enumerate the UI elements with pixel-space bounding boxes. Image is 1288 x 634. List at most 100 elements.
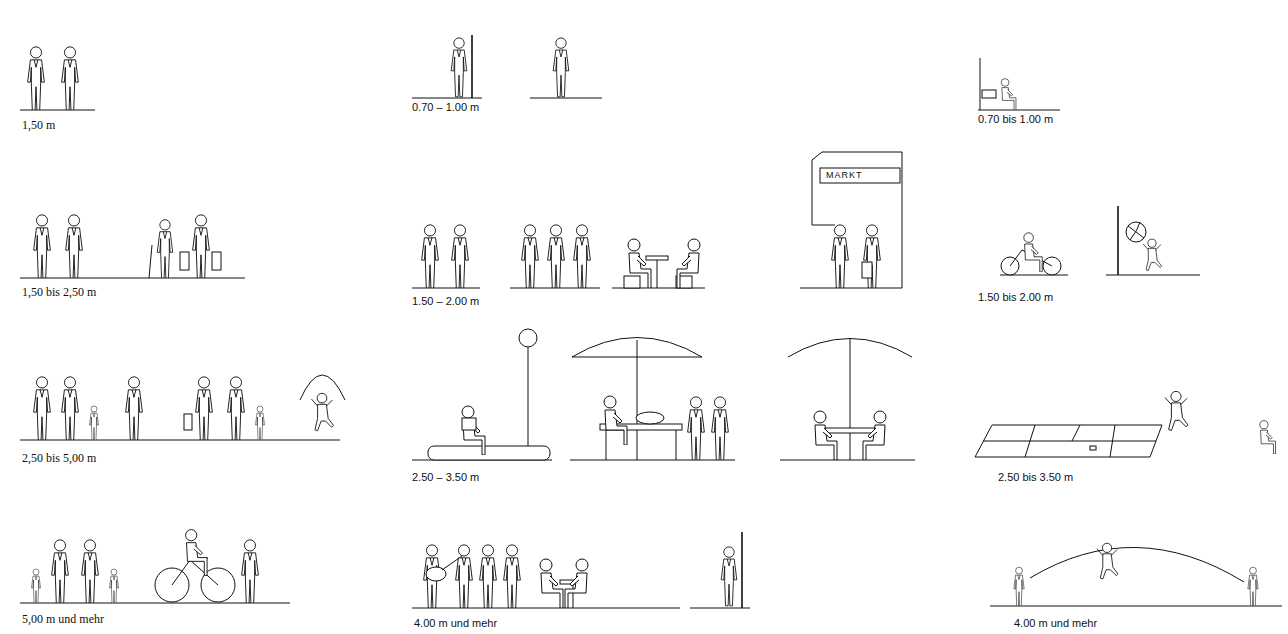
umbrella-pole	[637, 340, 638, 460]
ground-line	[800, 288, 902, 289]
market-stall-post	[812, 160, 813, 225]
standing-person	[688, 397, 705, 460]
hopscotch-lines	[983, 425, 1156, 457]
playing-child	[1001, 79, 1016, 110]
child	[110, 569, 119, 603]
pedestrian	[62, 47, 79, 110]
ground-line	[570, 460, 735, 461]
standing-person	[574, 225, 591, 288]
chess-player	[565, 559, 588, 608]
newspaper	[462, 418, 476, 430]
shopper	[193, 215, 210, 278]
pedestrian	[28, 47, 45, 110]
width-label: 1.50 bis 2.00 m	[978, 292, 1053, 303]
child	[90, 406, 99, 440]
hopping-child	[1165, 391, 1188, 430]
jumping-child	[1097, 543, 1118, 579]
ball-stripes	[1128, 222, 1144, 240]
width-label: 2.50 – 3.50 m	[412, 472, 479, 483]
wall	[1117, 206, 1119, 275]
width-label: 0.70 – 1.00 m	[412, 102, 479, 113]
ground-line	[690, 608, 750, 609]
ground-line	[978, 110, 1060, 111]
standing-person	[522, 225, 539, 288]
pedestrian	[62, 377, 79, 440]
table-leg	[606, 430, 607, 460]
standing-person	[422, 225, 439, 288]
width-label: 1,50 m	[22, 119, 55, 131]
hopscotch-stone	[1090, 446, 1096, 450]
shopper	[832, 225, 849, 288]
table-leg	[573, 584, 574, 608]
ground-line	[412, 608, 680, 609]
ground-line	[1106, 275, 1200, 276]
shopping-bag	[862, 262, 872, 278]
child-with-ball	[1143, 239, 1162, 270]
skipping-rope	[1030, 547, 1244, 582]
width-label: 2,50 bis 5,00 m	[22, 452, 96, 464]
rope-turning-child	[1014, 567, 1024, 606]
pedestrian	[34, 215, 51, 278]
bicycle-frame	[172, 558, 218, 585]
width-label: 2.50 bis 3.50 m	[998, 472, 1073, 483]
standing-person	[452, 225, 469, 288]
width-label: 4.00 m und mehr	[414, 618, 497, 629]
pedestrian	[228, 377, 245, 440]
width-label: 5,00 m und mehr	[22, 613, 104, 625]
stall-counter	[812, 225, 835, 226]
chess-player-group	[677, 239, 700, 288]
rope-turning-child	[1248, 567, 1258, 606]
wall	[741, 532, 743, 608]
child	[32, 569, 41, 603]
chess-player	[540, 559, 563, 608]
seated-person	[863, 411, 886, 460]
pedestrian	[52, 540, 69, 603]
ball	[1126, 222, 1146, 242]
lamp-pole	[528, 347, 529, 448]
standing-person	[553, 38, 569, 97]
chess-table	[646, 256, 668, 260]
shopper	[864, 225, 881, 288]
table-leg	[676, 430, 677, 460]
figures	[20, 35, 1282, 608]
market-sign	[820, 168, 900, 183]
seated-person	[814, 411, 837, 460]
width-label: 0.70 bis 1.00 m	[978, 114, 1053, 125]
pedestrian	[66, 215, 83, 278]
ground-line	[990, 606, 1282, 607]
cyclist	[186, 530, 207, 576]
bench	[428, 446, 550, 460]
seated-person	[604, 396, 627, 445]
table-goods	[636, 412, 664, 424]
standing-person	[712, 397, 729, 460]
standing-person	[548, 225, 565, 288]
shopping-bag	[212, 252, 221, 270]
hopscotch-grid	[975, 425, 1162, 457]
wall	[980, 58, 981, 110]
pedestrian	[34, 377, 51, 440]
stool	[624, 276, 640, 288]
leaning-person	[721, 547, 737, 606]
pedestrian	[82, 540, 99, 603]
chess-player	[677, 239, 700, 288]
listener	[504, 545, 521, 608]
ground-line	[780, 460, 915, 461]
chess-player-group	[565, 559, 588, 608]
width-label: 1.50 – 2.00 m	[412, 296, 479, 307]
umbrella-pole	[850, 338, 851, 460]
jumping-child	[311, 393, 333, 430]
walking-cane	[149, 245, 152, 278]
chess-player	[628, 239, 651, 288]
wall	[471, 35, 473, 98]
ground-line	[20, 110, 95, 111]
shopper	[196, 377, 213, 440]
pedestrian	[126, 377, 143, 440]
child	[256, 406, 265, 440]
listener	[480, 545, 497, 608]
width-label: 1,50 bis 2,50 m	[22, 286, 96, 298]
ground-line	[412, 288, 480, 289]
leaning-person	[451, 38, 467, 97]
table-leg	[657, 260, 658, 288]
width-label: 4.00 m und mehr	[1014, 618, 1097, 629]
